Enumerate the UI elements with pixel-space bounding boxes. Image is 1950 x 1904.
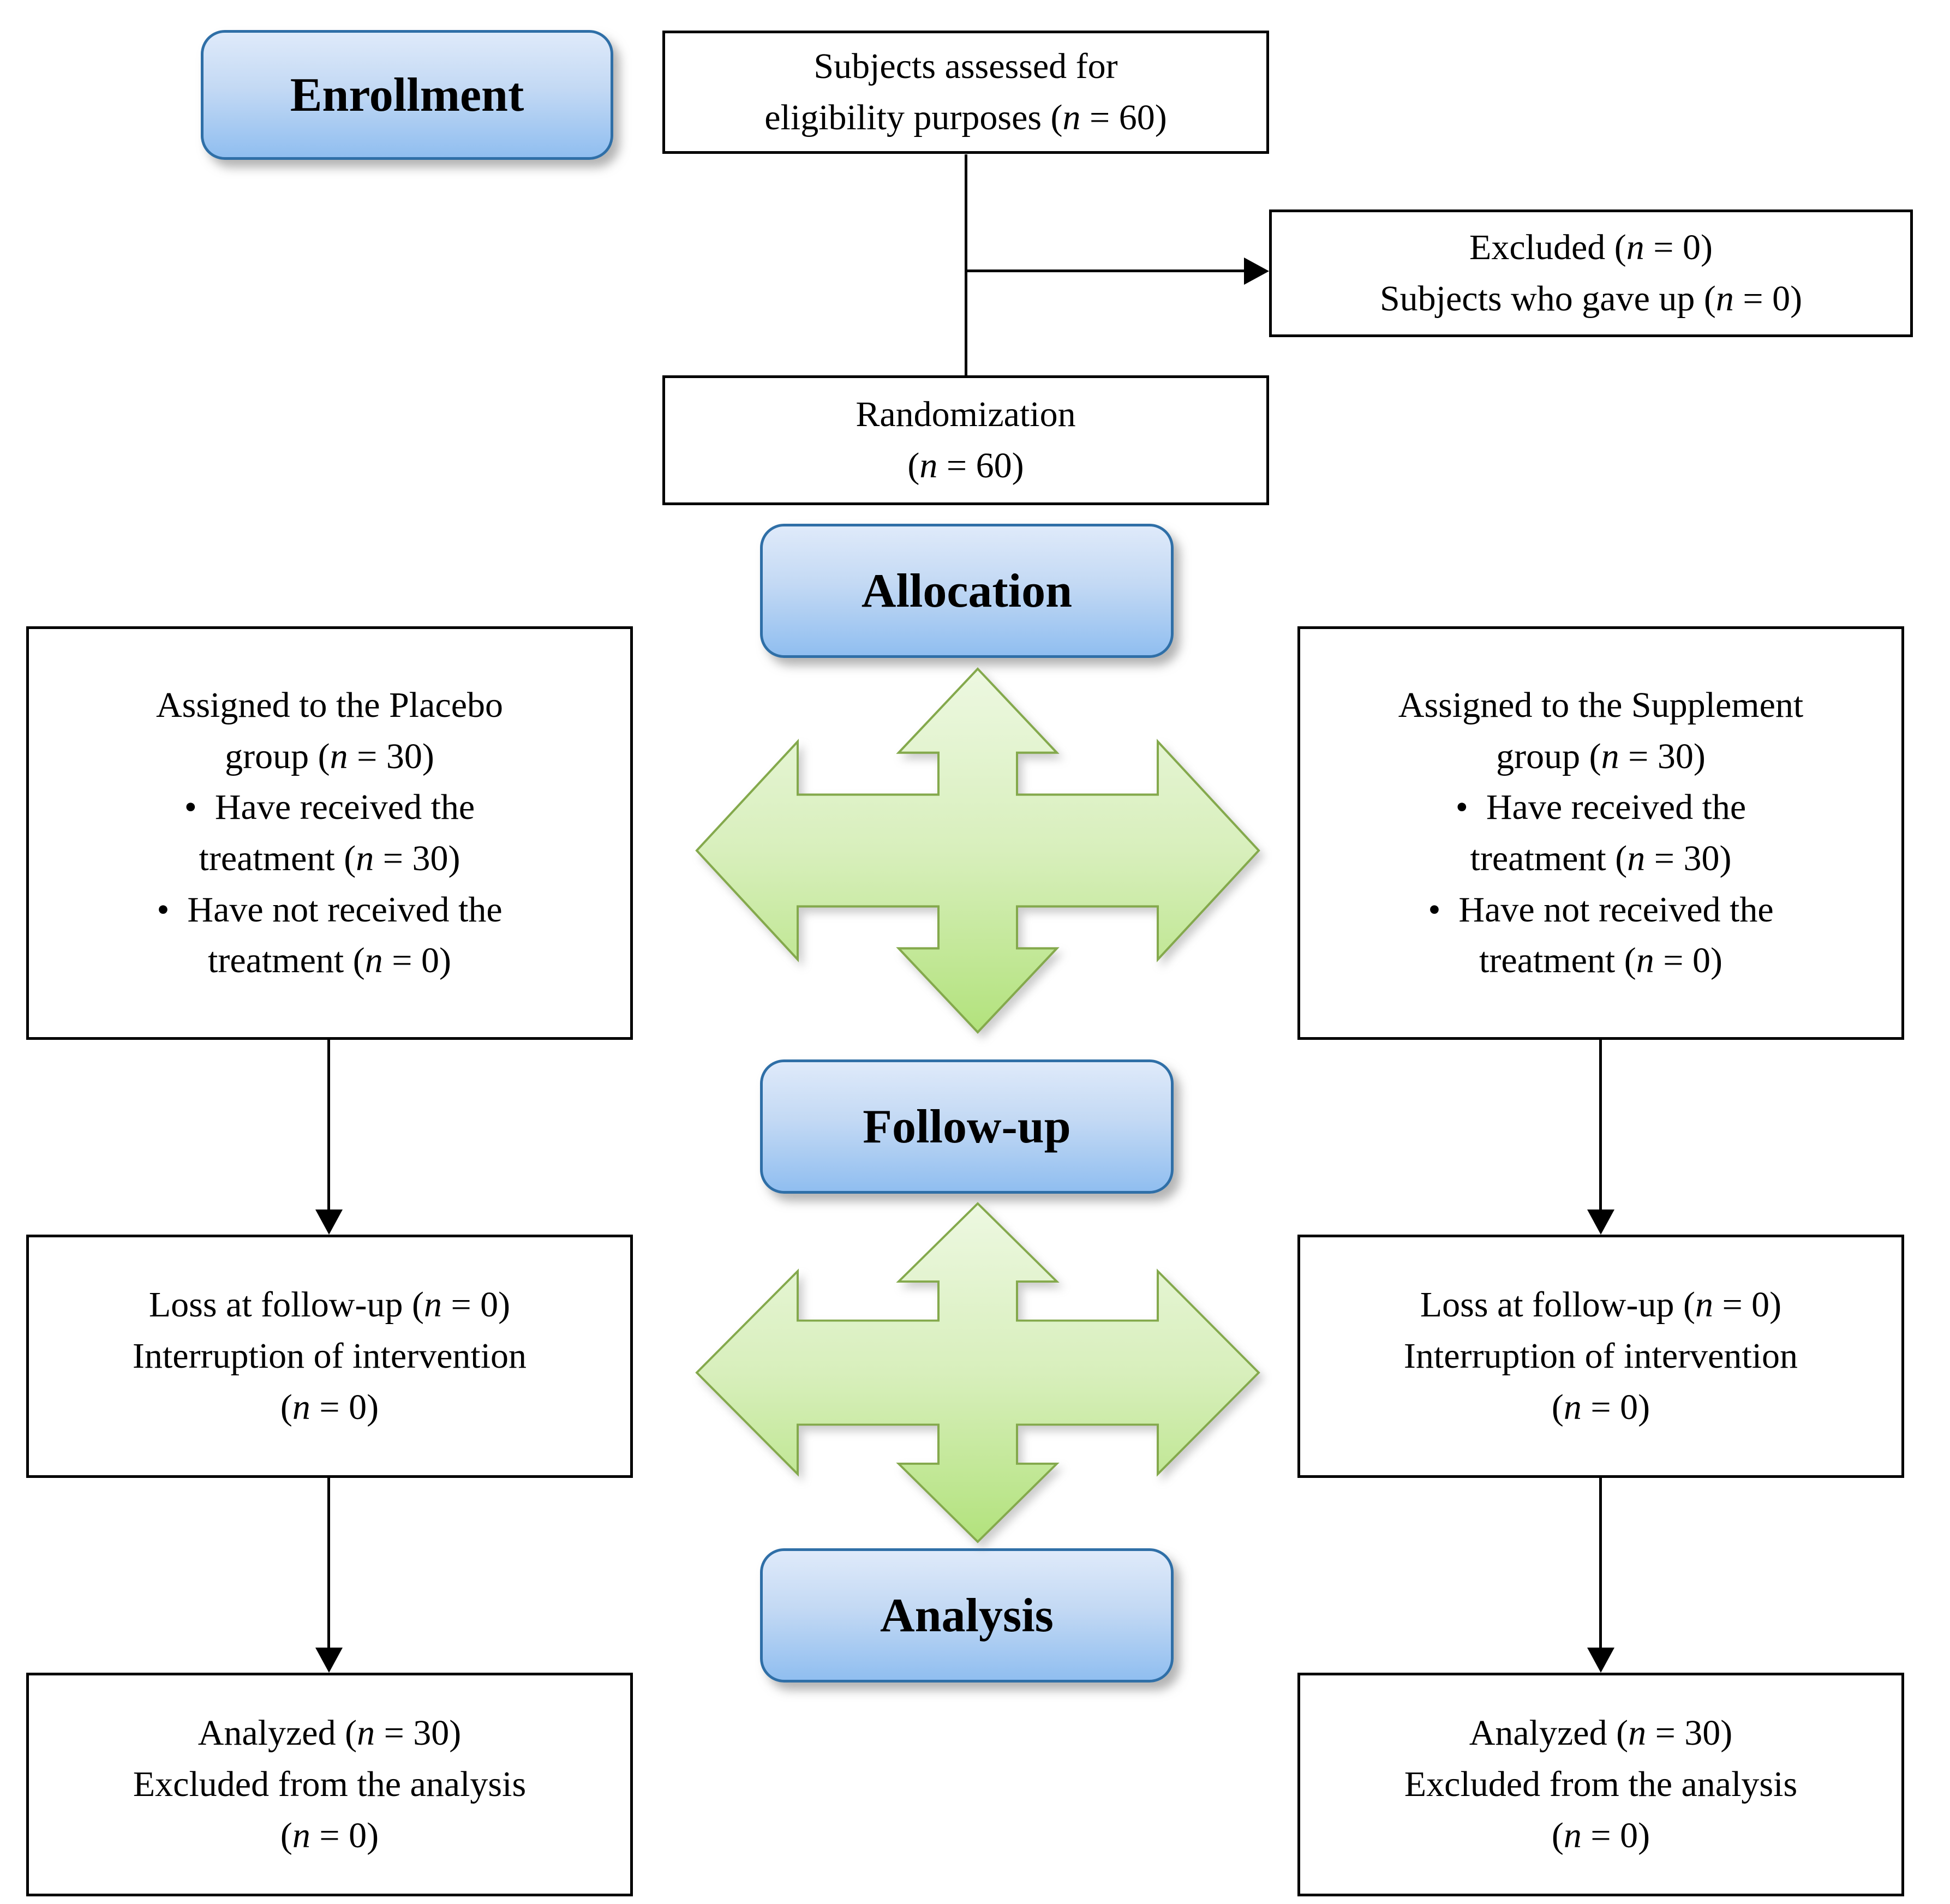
arrowhead-analyzed-right-icon	[1587, 1648, 1614, 1673]
text-line: Excluded from the analysis	[1404, 1764, 1798, 1805]
connector-loss-to-analyzed-left	[327, 1478, 330, 1650]
text-line: treatment (n = 30)	[1470, 839, 1732, 878]
loss-followup-right-box: Loss at follow-up (n = 0) Interruption of…	[1297, 1235, 1904, 1478]
excluded-box: Excluded (n = 0) Subjects who gave up (n …	[1269, 209, 1913, 337]
text-line: Analyzed (n = 30)	[198, 1713, 462, 1753]
stage-followup: Follow-up	[760, 1059, 1174, 1194]
eligibility-box: Subjects assessed for eligibility purpose…	[662, 31, 1269, 154]
text-line: (n = 0)	[1551, 1815, 1650, 1855]
text-line: treatment (n = 0)	[1479, 941, 1722, 981]
text-line: Loss at follow-up (n = 0)	[1420, 1285, 1782, 1325]
text-line: (n = 0)	[1551, 1387, 1650, 1427]
analyzed-left-box: Analyzed (n = 30) Excluded from the analy…	[26, 1673, 633, 1896]
randomization-box: Randomization (n = 60)	[662, 375, 1269, 505]
text-line: Subjects who gave up (n = 0)	[1379, 279, 1803, 319]
text-line: treatment (n = 30)	[199, 839, 460, 878]
stage-allocation: Allocation	[760, 524, 1174, 658]
connector-eligibility-to-randomization	[965, 154, 967, 376]
text-line: Excluded from the analysis	[133, 1764, 527, 1805]
text-line: • Have received the	[184, 787, 475, 828]
loss-followup-left-box: Loss at follow-up (n = 0) Interruption of…	[26, 1235, 633, 1478]
text-line: Subjects assessed for	[814, 46, 1118, 87]
stage-analysis-label: Analysis	[880, 1589, 1054, 1642]
text-line: Loss at follow-up (n = 0)	[148, 1285, 511, 1325]
connector-supplement-to-loss	[1599, 1040, 1602, 1212]
placebo-group-box: Assigned to the Placebo group (n = 30) • H…	[26, 626, 633, 1040]
text-line: group (n = 30)	[225, 736, 434, 776]
text-line: (n = 0)	[280, 1387, 379, 1427]
arrowhead-loss-left-icon	[315, 1210, 343, 1235]
four-way-arrow-followup-icon	[695, 1202, 1260, 1543]
connector-to-excluded	[965, 270, 1244, 272]
text-line: Analyzed (n = 30)	[1469, 1713, 1733, 1753]
arrowhead-loss-right-icon	[1587, 1210, 1614, 1235]
text-line: • Have received the	[1455, 787, 1746, 828]
stage-enrollment-label: Enrollment	[290, 68, 524, 122]
text-line: (n = 60)	[907, 446, 1024, 486]
arrowhead-excluded-icon	[1244, 258, 1269, 285]
text-line: group (n = 30)	[1496, 736, 1706, 776]
stage-analysis: Analysis	[760, 1548, 1174, 1683]
text-line: treatment (n = 0)	[208, 941, 451, 981]
stage-enrollment: Enrollment	[201, 30, 613, 160]
text-line: Assigned to the Placebo	[155, 685, 504, 725]
text-line: Excluded (n = 0)	[1469, 227, 1713, 268]
analyzed-right-box: Analyzed (n = 30) Excluded from the analy…	[1297, 1673, 1904, 1896]
text-line: Interruption of intervention	[1403, 1336, 1798, 1376]
text-line: Randomization	[856, 394, 1076, 435]
text-line: Interruption of intervention	[132, 1336, 527, 1376]
text-line: eligibility purposes (n = 60)	[764, 98, 1167, 137]
four-way-arrow-allocation-icon	[695, 667, 1260, 1034]
supplement-group-box: Assigned to the Supplement group (n = 30)…	[1297, 626, 1904, 1040]
stage-followup-label: Follow-up	[863, 1100, 1071, 1153]
connector-placebo-to-loss	[327, 1040, 330, 1212]
arrowhead-analyzed-left-icon	[315, 1648, 343, 1673]
text-line: • Have not received the	[1428, 889, 1774, 930]
connector-loss-to-analyzed-right	[1599, 1478, 1602, 1650]
text-line: Assigned to the Supplement	[1398, 685, 1804, 725]
text-line: • Have not received the	[157, 889, 503, 930]
stage-allocation-label: Allocation	[861, 564, 1073, 618]
text-line: (n = 0)	[280, 1815, 379, 1855]
